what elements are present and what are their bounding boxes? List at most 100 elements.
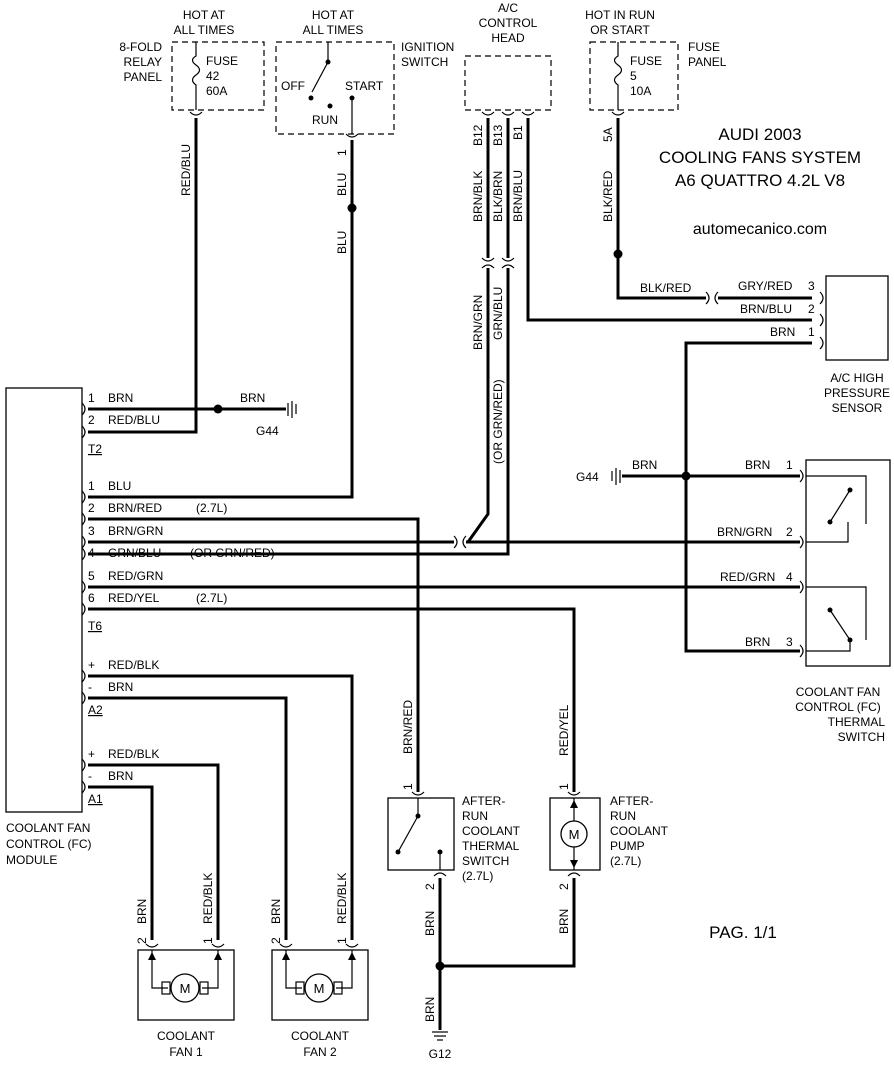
lbl-blu-v2: BLU: [335, 231, 349, 254]
ac-head-line1: A/C: [498, 1, 518, 15]
module-line2: CONTROL (FC): [6, 837, 92, 851]
fuse-panel-box: [589, 41, 679, 111]
lbl-fc-brn3: BRN: [745, 635, 770, 649]
lbl-blu-v1: BLU: [335, 173, 349, 196]
wires: [88, 118, 812, 1030]
fc-switch-line3: THERMAL: [828, 715, 886, 729]
relay-line3: PANEL: [124, 70, 163, 84]
ar-switch-line3: COOLANT: [462, 824, 521, 838]
coolant-fan-1: M COOLANT FAN 1: [137, 943, 235, 1059]
pin-5a: 5A: [601, 127, 615, 142]
sensor-box: [825, 275, 889, 361]
ignition-switch: HOT AT ALL TIMES IGNITION SWITCH OFF STA…: [275, 8, 454, 135]
wire-red-yel: [88, 607, 576, 792]
fc-module: COOLANT FAN CONTROL (FC) MODULE: [5, 387, 92, 867]
fuse-5-panel: HOT IN RUN OR START FUSE 5 10A FUSE PANE…: [585, 8, 727, 111]
ar-switch-box: [387, 797, 455, 871]
fuse42-amp: 60A: [206, 84, 227, 98]
title-line3: A6 QUATTRO 4.2L V8: [675, 171, 845, 190]
pin-a2-plus: +: [88, 658, 95, 672]
pin-pump2: 2: [557, 883, 571, 890]
lbl-a1: A1: [88, 792, 103, 806]
lbl-fan1-red-blk: RED/BLK: [201, 873, 215, 924]
g12-label: G12: [429, 1047, 452, 1061]
pin-a2-minus: -: [88, 680, 92, 694]
lbl-t6-red-grn: RED/GRN: [108, 569, 163, 583]
page-number: PAG. 1/1: [709, 923, 777, 942]
fuse42-num: 42: [206, 69, 220, 83]
ar-switch-line6: (2.7L): [462, 869, 493, 883]
wire-blu: [88, 140, 354, 499]
pin-b13: B13: [491, 124, 505, 146]
pin-b1: B1: [511, 125, 525, 140]
hot1-line1: HOT AT: [183, 8, 226, 22]
lbl-brn-blk-v: BRN/BLK: [471, 171, 485, 222]
fc-switch-line1: COOLANT FAN: [796, 685, 880, 699]
pump-line3: COOLANT: [610, 824, 669, 838]
sensor-line2: PRESSURE: [824, 386, 890, 400]
lbl-fc-brn1: BRN: [745, 458, 770, 472]
fan2-line2: FAN 2: [303, 1045, 337, 1059]
fuse5-label: FUSE: [630, 54, 662, 68]
lbl-t2-brn: BRN: [108, 391, 133, 405]
pump-motor-label: M: [569, 827, 580, 842]
pin-fc2: 2: [786, 525, 793, 539]
ar-switch-line2: RUN: [462, 809, 488, 823]
ign-off: OFF: [281, 79, 305, 93]
lbl-blk-brn-v: BLK/BRN: [491, 171, 505, 222]
fuse-42-icon: [191, 42, 201, 110]
site-label: automecanico.com: [693, 221, 827, 238]
ac-head-line2: CONTROL: [479, 16, 538, 30]
ground-g44-left: G44: [256, 401, 297, 438]
diagram-title: AUDI 2003 COOLING FANS SYSTEM A6 QUATTRO…: [659, 125, 861, 238]
connector-marks: [189, 111, 719, 549]
pin-t6-4: 4: [88, 546, 95, 560]
pin-t2-1: 1: [88, 391, 95, 405]
ign-line1: IGNITION: [401, 40, 454, 54]
pin-pump1: 1: [557, 783, 571, 790]
pin-fan1-2: 2: [135, 937, 149, 944]
wire-brn-red: [88, 517, 420, 792]
lbl-blk-red-h: BLK/RED: [640, 281, 692, 295]
lbl-brn-blu-v: BRN/BLU: [511, 170, 525, 222]
title-line2: COOLING FANS SYSTEM: [659, 148, 861, 167]
wire-a2-brn: [88, 696, 288, 940]
after-run-pump: M AFTER- RUN COOLANT PUMP (2.7L): [549, 791, 669, 877]
ground-g12: BRN G12: [423, 997, 452, 1061]
pin-t6-6: 6: [88, 591, 95, 605]
lbl-t2-red-blu: RED/BLU: [108, 413, 160, 427]
fuse-5-icon: [613, 42, 623, 110]
fuse5-amp: 10A: [630, 84, 651, 98]
fan1-motor-label: M: [180, 981, 191, 996]
fan2-motor-label: M: [314, 981, 325, 996]
lbl-a1-brn: BRN: [108, 769, 133, 783]
lbl-brn-red-v: BRN/RED: [401, 700, 415, 754]
fan1-line1: COOLANT: [157, 1029, 216, 1043]
lbl-brn-h: BRN: [770, 325, 795, 339]
junction-dots: [213, 203, 691, 971]
wire-grn-blu: [88, 268, 510, 556]
lbl-red-yel-v: RED/YEL: [557, 704, 571, 756]
pin-t6-3: 3: [88, 524, 95, 538]
pump-line4: PUMP: [610, 839, 645, 853]
ign-run: RUN: [312, 113, 338, 127]
lbl-blk-red-v: BLK/RED: [601, 170, 615, 222]
fuse-panel-line2: PANEL: [688, 55, 727, 69]
lbl-fc-red-grn: RED/GRN: [720, 570, 775, 584]
fc-switch-line2: CONTROL (FC): [795, 700, 881, 714]
fan2-line1: COOLANT: [291, 1029, 350, 1043]
lbl-t6-blu: BLU: [108, 479, 131, 493]
fc-module-box: [5, 387, 83, 813]
fc-switch-line4: SWITCH: [838, 730, 885, 744]
fuse5-num: 5: [630, 69, 637, 83]
wire-a2-red-blk: [88, 674, 354, 940]
pin-ar2: 2: [423, 883, 437, 890]
pin-t6-5: 5: [88, 569, 95, 583]
lbl-t6-or: (OR GRN/RED): [190, 546, 275, 560]
pin-a1-minus: -: [88, 769, 92, 783]
pin-ar1: 1: [401, 783, 415, 790]
ac-head-box: [464, 55, 552, 111]
lbl-or-grn-red-v: (OR GRN/RED): [491, 379, 505, 464]
ign-line2: SWITCH: [401, 55, 448, 69]
